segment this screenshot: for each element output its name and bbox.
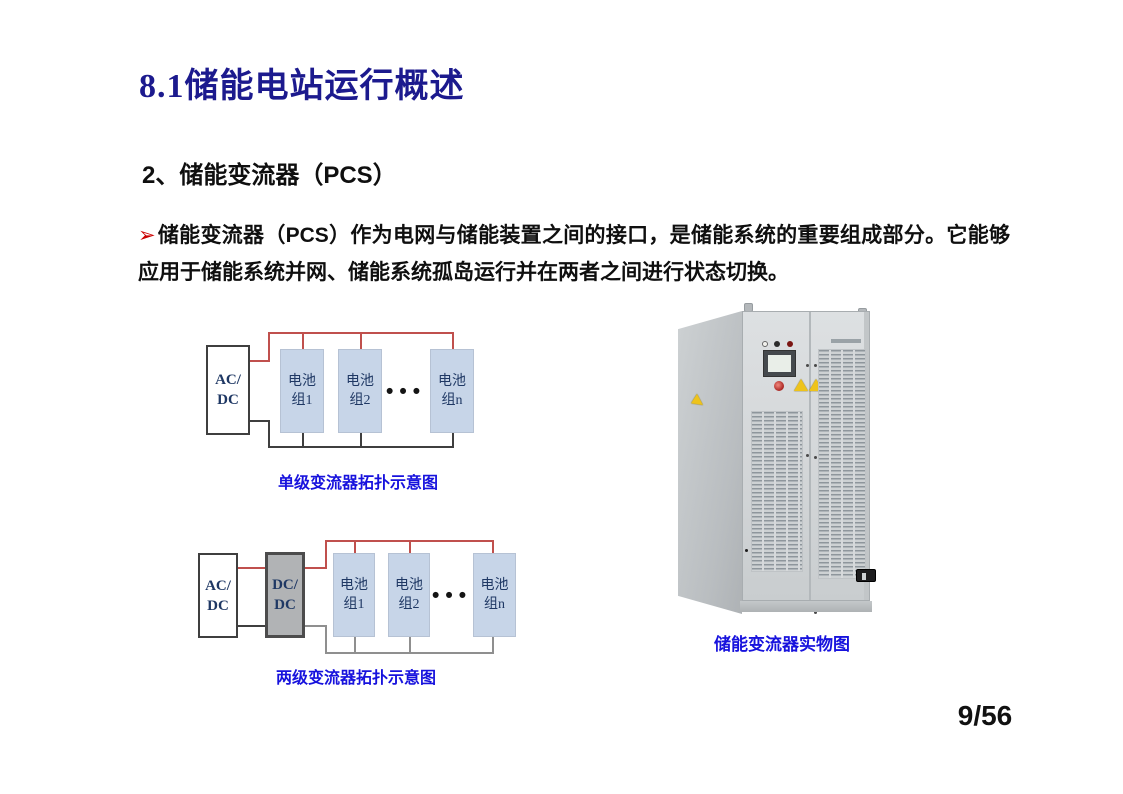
battery-n-label-line2: 组n [441,393,463,408]
bottom-connector [856,569,876,582]
brand-emblem-icon [774,381,784,391]
battery-n-label-line1: 电池 [438,374,466,389]
pcs-cabinet-photo [660,296,910,631]
wire-gray-bus [325,652,494,654]
dcdc-label-line2: DC [274,597,296,613]
battery-pack-2: 电池 组2 [388,553,430,637]
acdc-converter-box: AC/ DC [206,345,250,435]
page-title: 8.1储能电站运行概述 [139,58,465,107]
bullet-text: 储能变流器（PCS）作为电网与储能装置之间的接口，是储能系统的重要组成部分。它能… [138,224,1010,284]
battery-n-label-line2: 组n [484,597,505,612]
two-stage-caption: 两级变流器拓扑示意图 [275,670,436,687]
bullet-arrow-icon: ➢ [138,224,156,247]
acdc-label-line1: AC/ [215,372,241,388]
cabinet-edge [864,312,869,600]
bullet-paragraph: ➢储能变流器（PCS）作为电网与储能装置之间的接口，是储能系统的重要组成部分。它… [138,217,1010,291]
two-stage-topology-diagram: AC/ DC DC/ DC 电池 组1 电池 组2 ••• 电池 组n [195,535,525,660]
battery-pack-1: 电池 组1 [333,553,375,637]
wire-gray-drop-1 [354,637,356,652]
battery-pack-2: 电池 组2 [338,349,382,433]
acdc-label-line2: DC [217,392,239,408]
wire-dark-riser [268,420,270,448]
acdc-converter-box: AC/ DC [198,553,238,638]
wire-red-dcdc-link [305,567,327,569]
screw-dots [806,364,809,367]
wire-red-drop-2 [360,332,362,350]
wire-red-riser [268,332,270,362]
battery-pack-n: 电池 组n [473,553,516,637]
vent-grille-right-door [818,349,866,579]
wire-red-riser [325,540,327,569]
indicator-button-red-icon [787,341,793,347]
wire-dark-drop-2 [360,433,362,448]
battery-n-label-line1: 电池 [480,578,509,593]
warning-triangle-icon [691,393,703,405]
single-stage-caption: 单级变流器拓扑示意图 [277,475,438,492]
battery-1-label-line1: 电池 [288,374,316,389]
wire-red-drop-1 [354,540,356,553]
battery-2-label-line2: 组2 [398,597,420,612]
wire-dark-drop-1 [302,433,304,448]
ellipsis-dots: ••• [432,584,473,607]
battery-1-label-line1: 电池 [340,578,368,593]
battery-2-label-line2: 组2 [349,393,371,408]
hmi-screen-display [768,355,791,372]
warning-triangle-icon [794,379,808,391]
slide-subtitle: 2、储能变流器（PCS） [142,162,397,189]
wire-red-to-converter [250,360,270,362]
wire-dark-acdc-link [238,625,265,627]
acdc-label-line2: DC [207,597,229,614]
indicator-button-icon [774,341,780,347]
acdc-label-line1: AC/ [205,577,231,594]
wire-red-drop-n [492,540,494,553]
cabinet-door-divider [809,312,811,600]
battery-1-label-line2: 组1 [291,393,313,408]
cabinet-base [740,601,872,612]
dcdc-label-line1: DC/ [272,577,298,593]
dcdc-converter-box: DC/ DC [265,552,305,638]
hmi-screen [763,350,796,377]
vent-grille-left-door [751,411,803,572]
wire-red-acdc-link [238,567,265,569]
title-section-number: 8.1 [139,68,185,105]
cabinet-side-panel [678,311,742,614]
wire-red-drop-n [452,332,454,350]
wire-dark-to-converter [250,420,270,422]
battery-2-label-line1: 电池 [346,374,374,389]
page-number: 9/56 [957,700,1013,731]
battery-2-label-line1: 电池 [395,578,423,593]
ellipsis-dots: ••• [386,380,427,403]
single-stage-topology-diagram: AC/ DC 电池 组1 电池 组2 ••• 电池 组n [200,325,500,457]
wire-gray-drop-n [492,637,494,652]
product-label [831,339,861,343]
wire-red-drop-1 [302,332,304,350]
indicator-lamp-icon [762,341,768,347]
wire-gray-drop-2 [409,637,411,652]
wire-gray-dcdc-link [305,625,327,627]
wire-dark-drop-n [452,433,454,448]
photo-caption: 储能变流器实物图 [714,635,850,654]
cabinet-front-panel [742,311,876,601]
battery-pack-n: 电池 组n [430,349,474,433]
title-text: 储能电站运行概述 [184,67,465,105]
battery-1-label-line2: 组1 [343,597,365,612]
wire-red-drop-2 [409,540,411,553]
wire-gray-riser [325,625,327,654]
battery-pack-1: 电池 组1 [280,349,324,433]
